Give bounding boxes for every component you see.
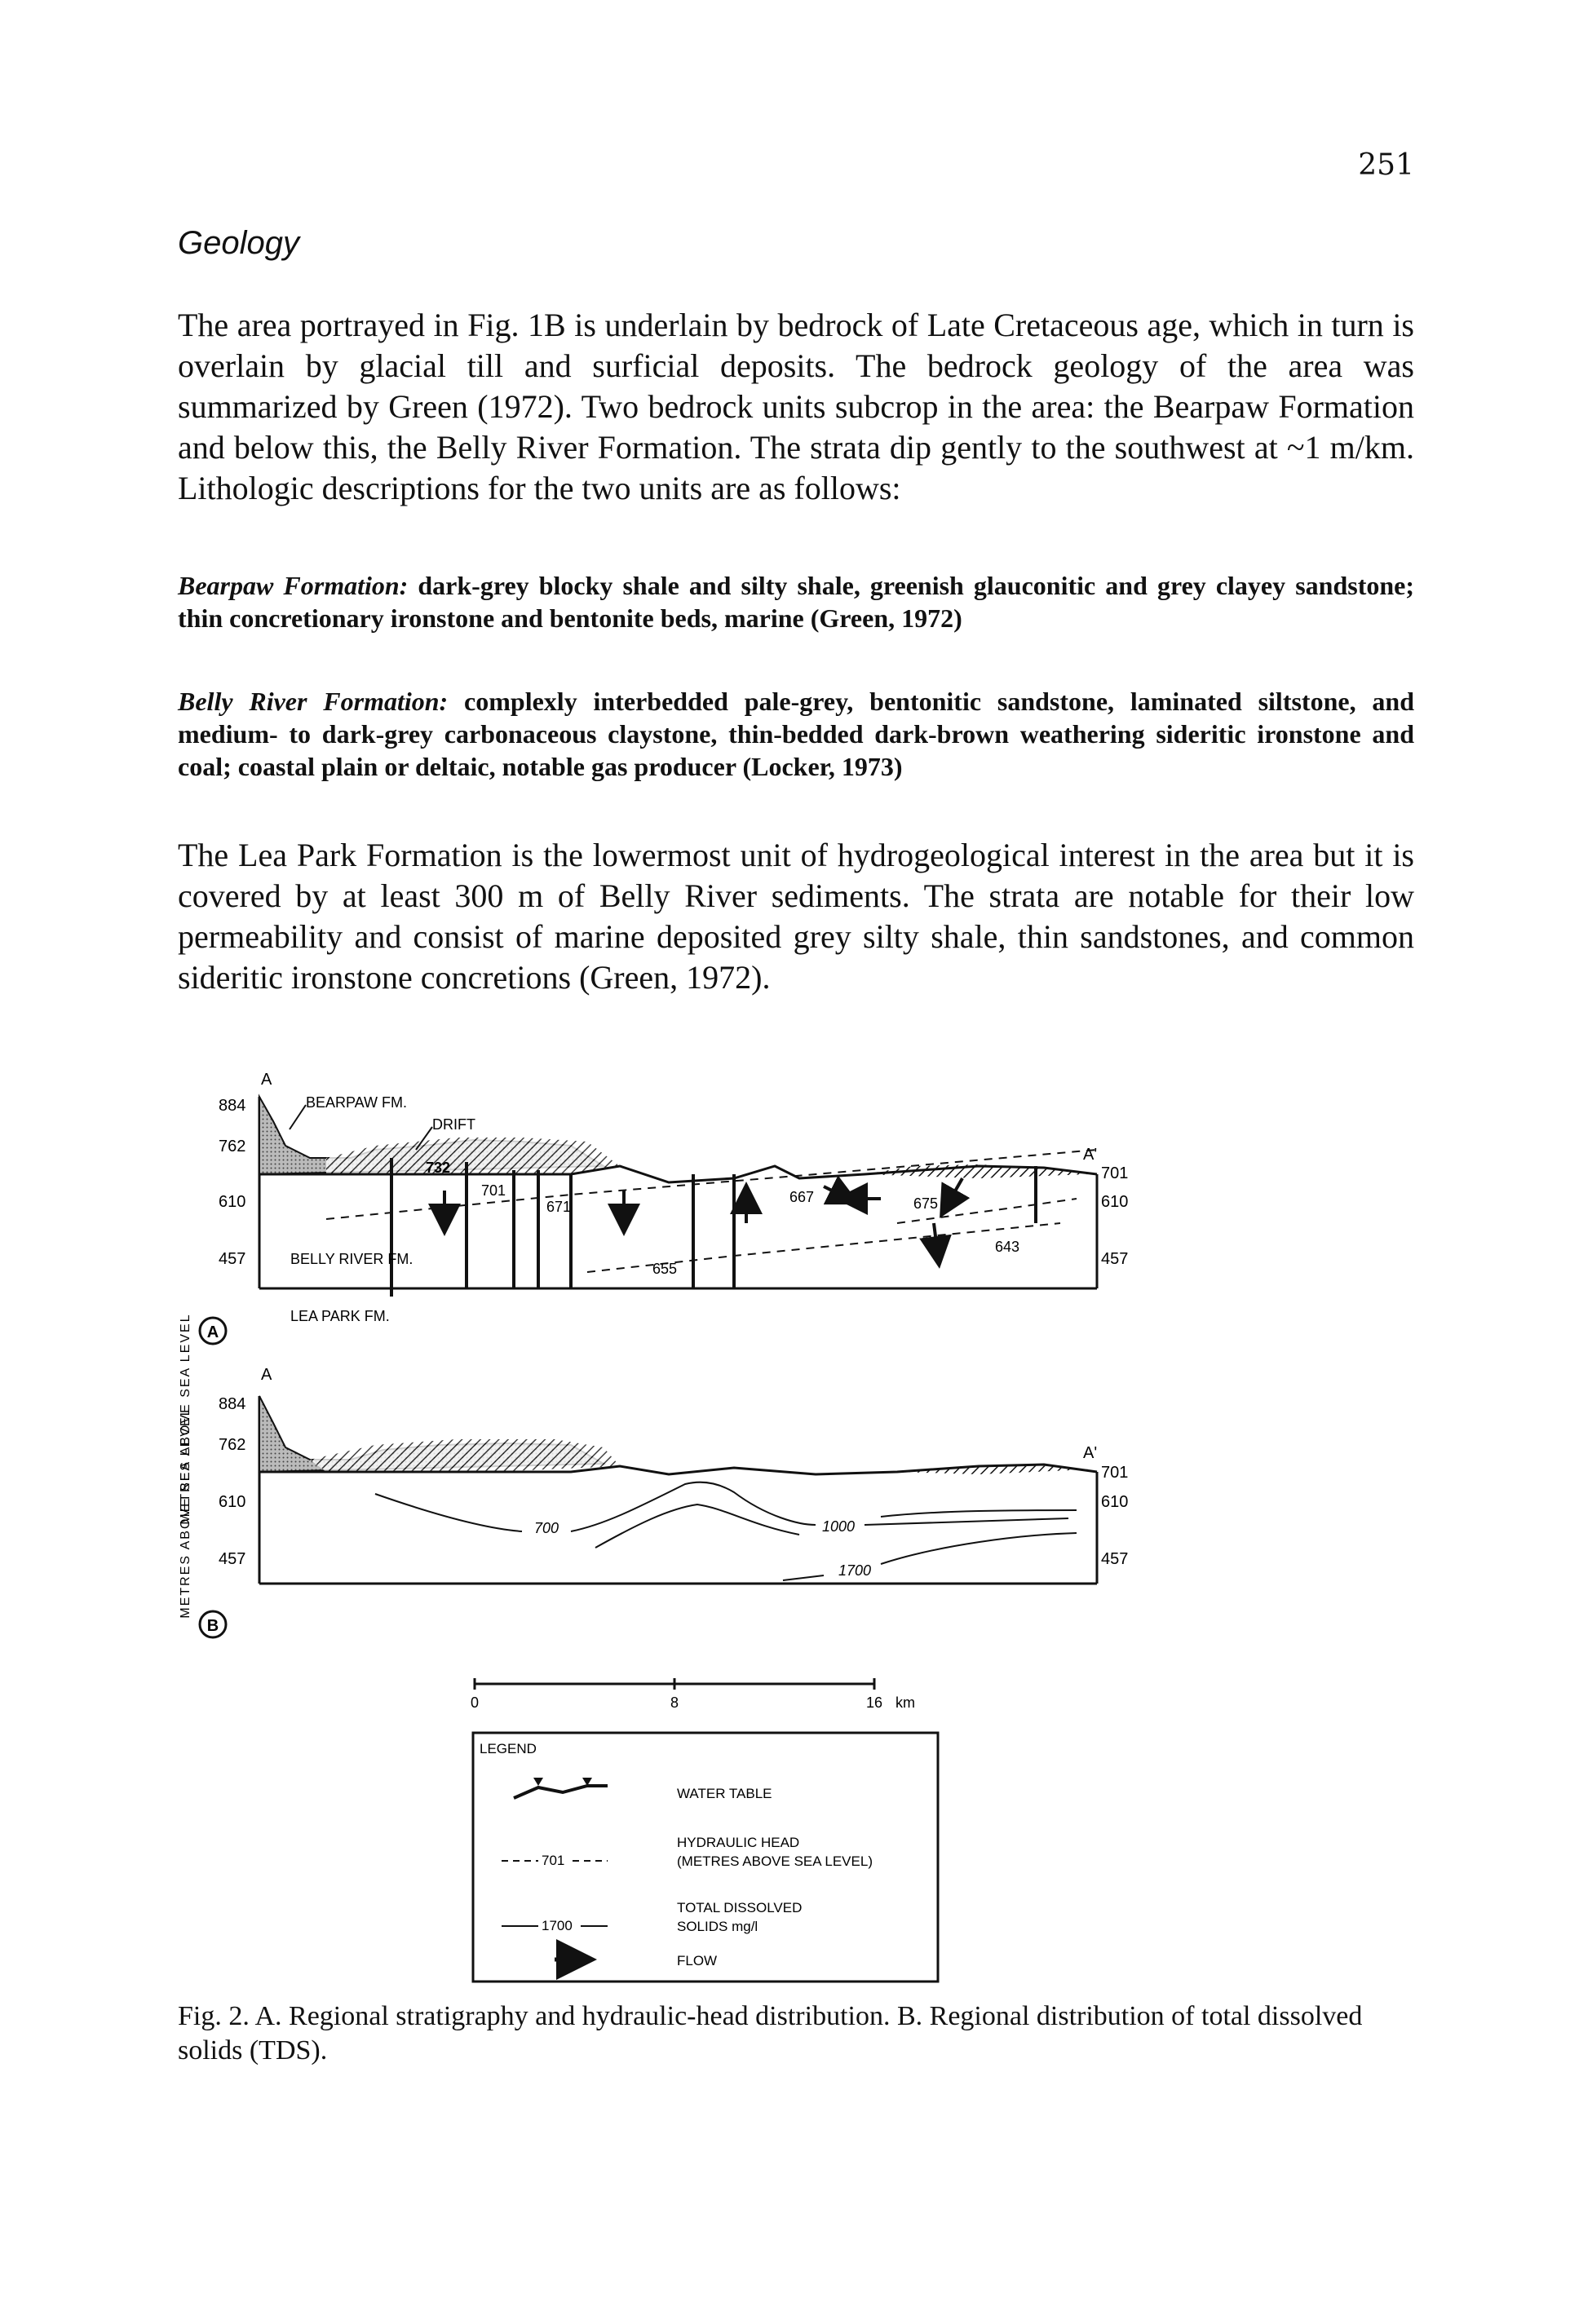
scale-bar: 0 8 16 km (471, 1678, 915, 1711)
panel-a-section-start: A (261, 1071, 272, 1089)
quote-belly-river-text: complexly interbedded pale-grey, bentoni… (178, 687, 1415, 781)
panel-a-label-belly-river: BELLY RIVER FM. (290, 1251, 413, 1267)
legend: LEGEND WATER TABLE 701 HYDRAULIC HEAD (M… (471, 1731, 940, 1983)
panel-b-tick-457: 457 (219, 1550, 245, 1568)
panel-a-head-655: 655 (652, 1261, 677, 1277)
paragraph-lea-park: The Lea Park Formation is the lowermost … (178, 837, 1414, 996)
scale-bar-tick-8: 8 (670, 1694, 679, 1711)
quote-belly-river-name: Belly River Formation: (178, 687, 449, 716)
panel-b-y-axis-label: METRES ABOVE SEA LEVEL (179, 1407, 192, 1618)
panel-a-label-bearpaw: BEARPAW FM. (306, 1094, 407, 1111)
legend-water-table-label: WATER TABLE (677, 1786, 772, 1801)
section-heading: Geology (178, 225, 299, 261)
panel-b-tds-700 (374, 1481, 1077, 1532)
panel-b-marker-circle (198, 1610, 228, 1639)
panel-a-y-axis-label: METRES ABOVE SEA LEVEL (179, 1313, 192, 1524)
legend-tds-symbol-value: 1700 (542, 1918, 573, 1933)
panel-b-right-tick-610: 610 (1101, 1493, 1128, 1511)
panel-a-right-tick-457: 457 (1101, 1250, 1128, 1268)
panel-b-section-end: A' (1083, 1444, 1097, 1462)
quote-belly-river: Belly River Formation: complexly interbe… (178, 685, 1414, 783)
panel-a-label-lea-park: LEA PARK FM. (290, 1308, 390, 1324)
panel-a-tick-762: 762 (219, 1138, 245, 1155)
panel-a-head-643: 643 (995, 1239, 1019, 1255)
legend-water-table-triangle-2 (582, 1778, 592, 1786)
panel-b-tds-1700 (782, 1532, 1077, 1581)
panel-a-head-667: 667 (789, 1189, 814, 1205)
legend-water-table-triangle-1 (533, 1778, 543, 1786)
panel-a-wells (390, 1158, 1037, 1297)
legend-tds-label-2: SOLIDS mg/l (677, 1919, 758, 1934)
panel-a-tick-610: 610 (219, 1193, 245, 1211)
panel-a-head-671: 671 (546, 1199, 571, 1215)
panel-b-right-tick-457: 457 (1101, 1550, 1128, 1568)
legend-flow-label: FLOW (677, 1953, 717, 1968)
panel-a-head-675: 675 (913, 1195, 938, 1212)
panel-a-head-contour-mid (896, 1198, 1077, 1224)
panel-a-flow-arrows (428, 1175, 971, 1269)
legend-title: LEGEND (480, 1741, 537, 1756)
panel-b-right-tick-701: 701 (1101, 1464, 1128, 1482)
scale-bar-tick-0: 0 (471, 1694, 479, 1711)
legend-water-table-symbol (513, 1784, 608, 1800)
panel-a-section-end: A' (1083, 1146, 1097, 1164)
panel-b-tds-1000 (595, 1503, 1069, 1549)
panel-b-tick-762: 762 (219, 1436, 245, 1454)
panel-a-ground-surface (259, 1164, 1098, 1184)
legend-head-label-1: HYDRAULIC HEAD (677, 1835, 799, 1850)
panel-b: METRES ABOVE SEA LEVEL 884 762 610 457 A… (179, 1366, 1128, 1639)
panel-b-tds-label-1700: 1700 (838, 1562, 871, 1579)
panel-b-tick-610: 610 (219, 1493, 245, 1511)
panel-b-drift-layer (310, 1439, 620, 1472)
quote-bearpaw-text: dark-grey blocky shale and silty shale, … (178, 571, 1415, 633)
panel-b-tds-label-1000: 1000 (822, 1518, 855, 1535)
quote-bearpaw-name: Bearpaw Formation: (178, 571, 409, 600)
paragraph-geology-intro: The area portrayed in Fig. 1B is underla… (178, 307, 1414, 506)
panel-a-label-drift: DRIFT (432, 1116, 475, 1133)
panel-a-drift-layer (326, 1138, 620, 1174)
panel-b-section-start: A (261, 1366, 272, 1384)
panel-b-ground-surface (259, 1463, 1098, 1476)
legend-head-label-2: (METRES ABOVE SEA LEVEL) (677, 1853, 873, 1869)
panel-a-head-732: 732 (426, 1160, 450, 1176)
panel-a-tick-457: 457 (219, 1250, 245, 1268)
panel-a-head-701: 701 (481, 1182, 506, 1199)
panel-a: METRES ABOVE SEA LEVEL 884 762 610 457 A… (179, 1071, 1128, 1525)
panel-b-tick-884: 884 (219, 1395, 245, 1413)
legend-tds-label-1: TOTAL DISSOLVED (677, 1900, 802, 1915)
panel-a-right-tick-701: 701 (1101, 1164, 1128, 1182)
figure-caption: Fig. 2. A. Regional stratigraphy and hyd… (178, 2001, 1363, 2066)
legend-box (471, 1731, 940, 1983)
legend-head-symbol-value: 701 (542, 1853, 564, 1868)
panel-a-right-tick-610: 610 (1101, 1193, 1128, 1211)
panel-b-tds-label-700: 700 (534, 1520, 559, 1536)
scale-bar-unit: km (896, 1694, 915, 1711)
panel-b-marker: B (207, 1617, 219, 1635)
page-number: 251 (1358, 148, 1414, 182)
panel-a-tick-884: 884 (219, 1097, 245, 1115)
panel-a-marker-circle (198, 1316, 228, 1345)
panel-a-leader-drift (415, 1126, 433, 1151)
panel-b-drift-right (897, 1465, 1089, 1474)
panel-a-head-contour-lower (586, 1222, 1061, 1273)
panel-a-marker: A (207, 1323, 219, 1341)
scale-bar-tick-16: 16 (866, 1694, 882, 1711)
panel-a-leader-bearpaw (289, 1104, 307, 1130)
quote-bearpaw: Bearpaw Formation: dark-grey blocky shal… (178, 569, 1414, 634)
